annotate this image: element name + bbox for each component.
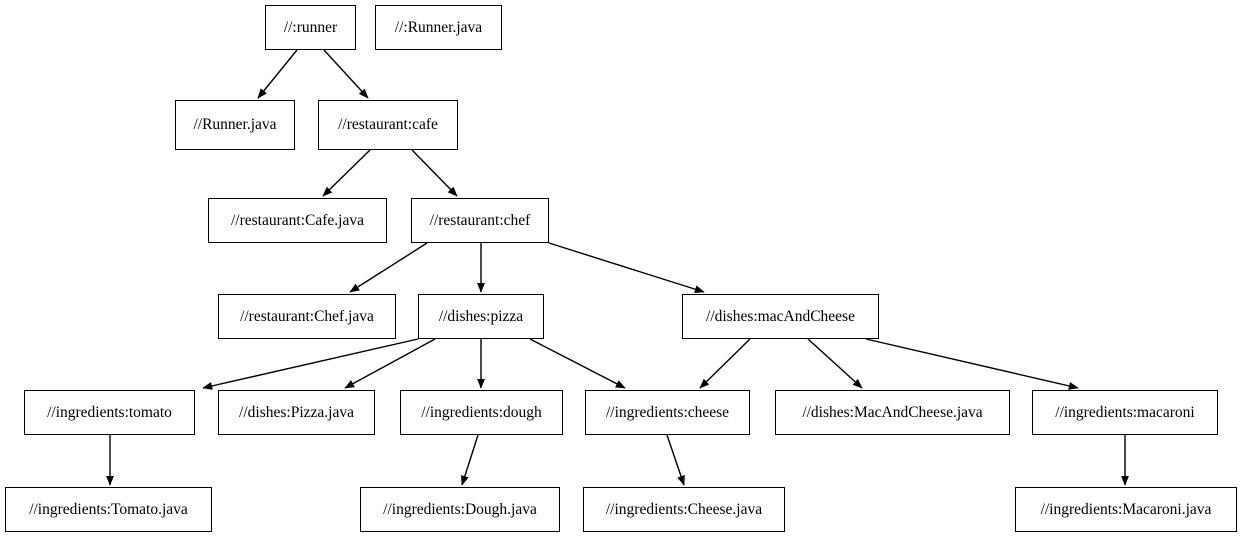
graph-node-label: //restaurant:cafe [338, 116, 438, 134]
graph-node-label: //ingredients:tomato [47, 403, 172, 421]
graph-node-macaroni[interactable]: //ingredients:macaroni [1032, 390, 1218, 435]
graph-node-label: //ingredients:dough [421, 403, 542, 421]
graph-node-mac_and_cheese[interactable]: //dishes:macAndCheese [682, 294, 879, 339]
graph-edge-pizza-to-cheese [529, 338, 626, 389]
graph-node-cheese_java[interactable]: //ingredients:Cheese.java [583, 487, 785, 532]
graph-node-pizza[interactable]: //dishes:pizza [418, 294, 544, 339]
graph-node-tomato[interactable]: //ingredients:tomato [24, 390, 195, 435]
graph-node-cafe_java[interactable]: //restaurant:Cafe.java [208, 198, 387, 243]
graph-node-label: //ingredients:macaroni [1055, 403, 1195, 421]
graph-edge-pizza-to-tomato [202, 338, 419, 390]
graph-node-label: //dishes:MacAndCheese.java [802, 403, 983, 421]
graph-node-label: //:runner [283, 18, 338, 36]
graph-node-runner_java[interactable]: //Runner.java [175, 100, 295, 150]
graph-node-label: //dishes:macAndCheese [706, 307, 855, 325]
graph-edge-runner-to-cafe [323, 49, 369, 99]
graph-node-label: //Runner.java [193, 116, 277, 134]
graph-node-label: //:Runner.java [394, 18, 483, 36]
graph-node-tomato_java[interactable]: //ingredients:Tomato.java [5, 487, 212, 532]
graph-node-label: //restaurant:Chef.java [240, 307, 374, 325]
graph-node-label: //ingredients:Dough.java [383, 500, 537, 518]
graph-node-mac_cheese_java[interactable]: //dishes:MacAndCheese.java [775, 390, 1010, 435]
graph-edge-cheese-to-cheese_java [666, 434, 685, 486]
graph-edge-cafe-to-chef [411, 149, 458, 197]
graph-edge-mac_and_cheese-to-cheese [699, 338, 751, 389]
graph-edge-runner-to-runner_java [257, 49, 298, 99]
graph-node-label: //dishes:pizza [438, 307, 524, 325]
graph-node-label: //ingredients:Tomato.java [29, 500, 188, 518]
graph-edge-chef-to-chef_java [349, 242, 428, 293]
graph-node-pizza_java[interactable]: //dishes:Pizza.java [218, 390, 375, 435]
graph-node-label: //restaurant:Cafe.java [231, 211, 364, 229]
graph-edge-cafe-to-cafe_java [322, 149, 371, 197]
graph-node-label: //dishes:Pizza.java [239, 403, 354, 421]
graph-node-macaroni_java[interactable]: //ingredients:Macaroni.java [1015, 487, 1237, 532]
graph-edge-dough-to-dough_java [460, 434, 479, 486]
graph-node-label: //ingredients:Macaroni.java [1040, 500, 1212, 518]
graph-node-chef[interactable]: //restaurant:chef [411, 198, 549, 243]
graph-node-root_runner_java[interactable]: //:Runner.java [375, 5, 502, 50]
graph-node-label: //ingredients:cheese [605, 403, 730, 421]
graph-node-dough[interactable]: //ingredients:dough [400, 390, 563, 435]
graph-node-chef_java[interactable]: //restaurant:Chef.java [218, 294, 396, 339]
graph-node-runner[interactable]: //:runner [265, 5, 356, 50]
graph-node-cafe[interactable]: //restaurant:cafe [318, 100, 458, 150]
graph-node-label: //restaurant:chef [429, 211, 531, 229]
graph-edge-pizza-to-pizza_java [344, 338, 436, 389]
graph-edge-mac_and_cheese-to-macaroni [865, 338, 1079, 390]
graph-edge-mac_and_cheese-to-mac_cheese_java [807, 338, 863, 389]
graph-edge-chef-to-mac_and_cheese [548, 242, 705, 294]
graph-node-dough_java[interactable]: //ingredients:Dough.java [360, 487, 560, 532]
graph-node-cheese[interactable]: //ingredients:cheese [585, 390, 750, 435]
graph-node-label: //ingredients:Cheese.java [605, 500, 763, 518]
